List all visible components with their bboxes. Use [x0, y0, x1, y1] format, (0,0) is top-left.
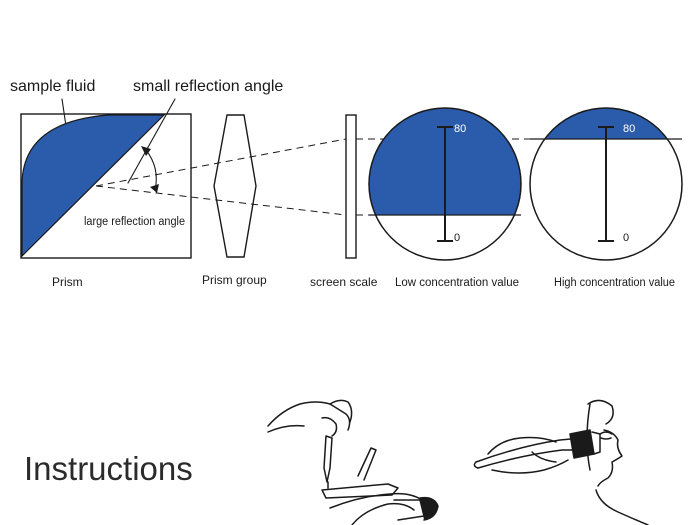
- caption-screen-scale: screen scale: [310, 275, 378, 289]
- high-scale-top-label: 80: [623, 123, 635, 135]
- prism-group-lens: [213, 114, 257, 258]
- instructions-heading: Instructions: [24, 450, 193, 487]
- low-scale-top-label: 80: [454, 123, 466, 135]
- caption-prism-group: Prism group: [202, 273, 267, 287]
- reflection-angle-arc: [145, 149, 157, 191]
- screen-scale-plate: [345, 114, 357, 259]
- high-concentration-view: 80 0: [529, 107, 683, 261]
- caption-prism: Prism: [52, 275, 83, 289]
- label-large-reflection-angle: large reflection angle: [84, 216, 185, 228]
- low-concentration-view: 80 0: [368, 107, 522, 261]
- light-path-dashed: [95, 138, 532, 216]
- high-scale-bottom-label: 0: [623, 232, 629, 244]
- leader-small-angle: [127, 98, 176, 184]
- caption-high-concentration: High concentration value: [554, 277, 675, 289]
- viewing-through-eyepiece-illustration: [473, 399, 649, 525]
- prism-outline: [20, 113, 192, 259]
- sample-fluid-shape: [21, 114, 166, 258]
- label-small-reflection-angle: small reflection angle: [133, 78, 283, 95]
- caption-low-concentration: Low concentration value: [395, 277, 519, 289]
- arc-arrowhead-top: [141, 146, 151, 156]
- arc-arrowhead-bottom: [150, 184, 159, 193]
- low-scale-bottom-label: 0: [454, 232, 460, 244]
- label-sample-fluid: sample fluid: [10, 78, 95, 95]
- dropper-on-prism-illustration: [267, 399, 439, 525]
